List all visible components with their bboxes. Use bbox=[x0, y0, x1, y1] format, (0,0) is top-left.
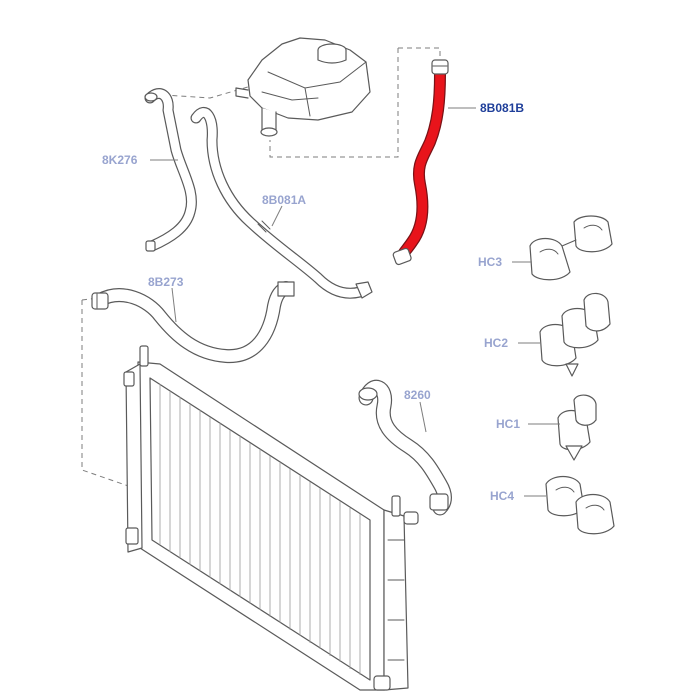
radiator bbox=[123, 345, 419, 691]
hose-8b273 bbox=[91, 281, 295, 364]
label-8k276: 8K276 bbox=[102, 153, 138, 167]
label-8b273: 8B273 bbox=[148, 275, 184, 289]
label-hc2: HC2 bbox=[484, 336, 508, 350]
clip-hc1 bbox=[557, 394, 597, 461]
clip-hc4 bbox=[545, 475, 615, 535]
radiator-fins bbox=[159, 384, 361, 675]
label-8b081b: 8B081B bbox=[480, 101, 524, 115]
hose-8b081a bbox=[190, 107, 373, 299]
part-labels: 8B081B 8K276 8B081A 8B273 8260 HC3 HC2 H… bbox=[102, 101, 524, 503]
hose-8b081b-body bbox=[397, 69, 445, 261]
label-hc1: HC1 bbox=[496, 417, 520, 431]
hose-8260 bbox=[358, 379, 452, 516]
expansion-tank bbox=[235, 37, 371, 137]
hose-8b081b-highlighted bbox=[392, 59, 449, 266]
leader-lines bbox=[150, 107, 560, 497]
hose-8k276 bbox=[144, 88, 197, 252]
clip-hc2 bbox=[539, 292, 611, 377]
label-8b081a: 8B081A bbox=[262, 193, 306, 207]
label-hc4: HC4 bbox=[490, 489, 514, 503]
clip-hc3 bbox=[529, 215, 613, 281]
label-hc3: HC3 bbox=[478, 255, 502, 269]
label-8260: 8260 bbox=[404, 388, 431, 402]
